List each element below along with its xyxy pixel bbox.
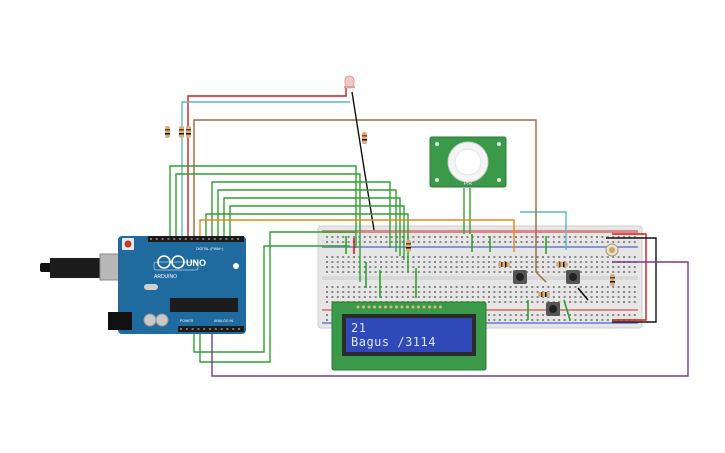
- lcd-line-2: Bagus /3114: [351, 335, 436, 349]
- wires: [169, 84, 689, 377]
- arduino-logo-right: [171, 255, 185, 269]
- mount-hole: [233, 263, 239, 269]
- resistor-3: [186, 126, 191, 138]
- capacitor-2: [155, 313, 169, 327]
- digital-header: [148, 236, 244, 242]
- arduino-model: UNO: [186, 258, 206, 268]
- push-button-1[interactable]: [513, 270, 527, 284]
- lcd-pins: [356, 305, 442, 309]
- push-button-3[interactable]: [546, 302, 560, 316]
- wire-green-6: [229, 205, 405, 260]
- power-label: POWER: [180, 319, 194, 323]
- pir-sensor[interactable]: PIR: [429, 136, 507, 188]
- usb-cable-plug: [40, 263, 52, 272]
- wire-brown: [193, 119, 547, 283]
- arduino-brand: ARDUINO: [154, 274, 177, 280]
- resistor-2: [179, 126, 184, 138]
- resistor-8: [610, 274, 615, 286]
- resistor-4: [406, 240, 411, 252]
- arduino-logo-left: [157, 255, 171, 269]
- wire-green-j8: [563, 299, 571, 321]
- resistors: [165, 126, 615, 297]
- resistor-6: [556, 262, 568, 267]
- lcd-screen: [346, 318, 472, 352]
- wire-green-lcd2: [193, 245, 350, 353]
- wire-green-1: [169, 165, 357, 248]
- atmega-chip: [170, 298, 238, 312]
- wire-green-5: [223, 197, 401, 256]
- usb-cable: [50, 258, 112, 278]
- wire-black-rail: [606, 237, 657, 323]
- wire-black-j1: [577, 287, 589, 301]
- lcd-line-1: 21: [351, 321, 366, 335]
- resistor-led: [362, 132, 367, 144]
- capacitor-1: [143, 313, 157, 327]
- push-button-2[interactable]: [566, 270, 580, 284]
- digital-label: DIGITAL (PWM~): [196, 247, 223, 251]
- wire-cyan-led: [181, 101, 350, 238]
- wire-black-led: [351, 91, 375, 231]
- resistor-1: [165, 126, 170, 138]
- wire-green-2: [175, 173, 361, 282]
- power-jack: [108, 312, 132, 330]
- led[interactable]: [344, 75, 355, 89]
- wire-orange: [199, 219, 515, 252]
- resistor-5: [498, 262, 510, 267]
- arduino-uno[interactable]: UNO ARDUINO DIGITAL (PWM~) POWER ANALOG …: [40, 236, 246, 334]
- resistor-7: [538, 292, 550, 297]
- wire-red-led: [187, 84, 347, 238]
- crystal: [144, 284, 158, 290]
- lcd-display: 21 Bagus /3114: [331, 301, 487, 371]
- analog-label: ANALOG IN: [214, 319, 234, 323]
- wire-green-3: [211, 181, 391, 248]
- photoresistor[interactable]: [605, 243, 619, 257]
- pir-label: PIR: [464, 181, 473, 187]
- wire-purple: [211, 261, 689, 377]
- wire-red-rail: [612, 233, 647, 321]
